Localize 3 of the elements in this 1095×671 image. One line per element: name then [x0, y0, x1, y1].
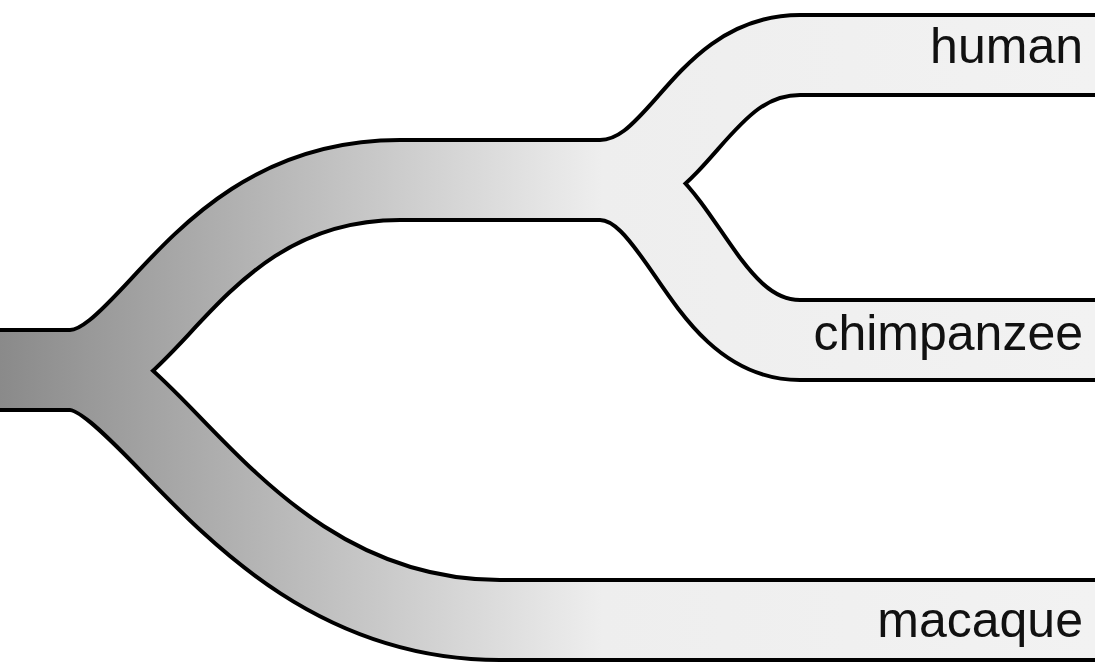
species-label: human — [930, 18, 1083, 74]
species-label: chimpanzee — [813, 305, 1083, 361]
species-label: macaque — [877, 592, 1083, 648]
